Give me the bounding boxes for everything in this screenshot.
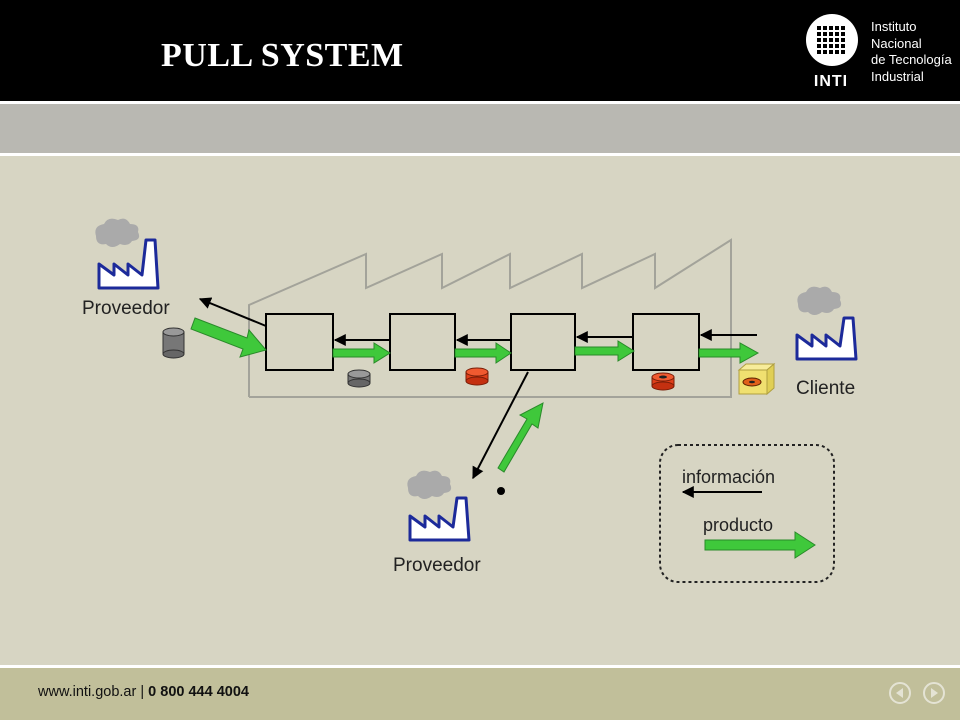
footer-url[interactable]: www.inti.gob.ar | — [38, 684, 149, 700]
inti-logo-icon: INTI — [806, 14, 858, 90]
kanban-cylinder-gray-large — [162, 327, 185, 359]
kanban-disc-red-1 — [465, 367, 489, 386]
footer-rule — [0, 665, 960, 668]
process-box-4 — [632, 313, 700, 371]
logo-name: Instituto Nacional de Tecnología Industr… — [871, 19, 952, 85]
client-label: Cliente — [796, 378, 855, 399]
product-arrow-1 — [332, 342, 391, 364]
subtitle-band — [0, 104, 960, 153]
logo-acronym: INTI — [814, 73, 848, 90]
circle-right-arrow-icon — [931, 688, 938, 698]
footer-bar: www.inti.gob.ar | 0 800 444 4004 — [0, 668, 960, 720]
legend: información producto — [659, 444, 835, 583]
factory-icon-supplier-bottom — [407, 470, 471, 542]
kanban-dot — [497, 487, 505, 495]
factory-icon-supplier-top — [95, 218, 160, 290]
circle-left-arrow-icon — [896, 688, 903, 698]
process-boxes — [265, 313, 700, 371]
factory-outline — [248, 238, 732, 398]
header-rule — [0, 101, 960, 104]
logo-line-1: Instituto — [871, 19, 917, 34]
kanban-disc-gray — [347, 369, 371, 388]
legend-info-label: información — [682, 467, 775, 487]
product-arrow-3 — [574, 340, 635, 362]
process-box-3 — [510, 313, 576, 371]
logo-line-3: de Tecnología — [871, 52, 952, 67]
factory-icon-client — [795, 286, 858, 361]
legend-product-arrow — [704, 531, 816, 559]
logo-line-4: Industrial — [871, 68, 924, 84]
kanban-disc-red-2 — [651, 372, 675, 391]
next-slide-button[interactable] — [923, 682, 945, 704]
product-arrow-out — [698, 342, 760, 364]
prev-slide-button[interactable] — [889, 682, 911, 704]
legend-product-label: producto — [703, 515, 773, 535]
client-product-box — [737, 362, 776, 396]
product-arrow-supplier-bottom — [497, 402, 544, 473]
logo-line-2: Nacional — [871, 35, 922, 51]
process-box-2 — [389, 313, 456, 371]
pull-system-diagram: Proveedor Cliente Proveedor información … — [82, 218, 858, 583]
content-area: Proveedor Cliente Proveedor información … — [0, 156, 960, 665]
footer-phone: 0 800 444 4004 — [148, 684, 249, 700]
product-arrow-2 — [454, 342, 512, 364]
process-box-1 — [265, 313, 334, 371]
information-arrows — [198, 297, 757, 480]
header-bar: PULL SYSTEM INTI Instituto Nacional de T… — [0, 0, 960, 101]
legend-frame — [659, 444, 835, 583]
slide-title: PULL SYSTEM — [161, 37, 404, 74]
supplier-top-label: Proveedor — [82, 298, 170, 319]
band-rule — [0, 153, 960, 156]
product-arrows — [190, 317, 760, 473]
product-arrow-supplier-in — [190, 317, 267, 358]
footer-contact: www.inti.gob.ar | 0 800 444 4004 — [38, 684, 249, 700]
supplier-bottom-label: Proveedor — [393, 555, 481, 576]
